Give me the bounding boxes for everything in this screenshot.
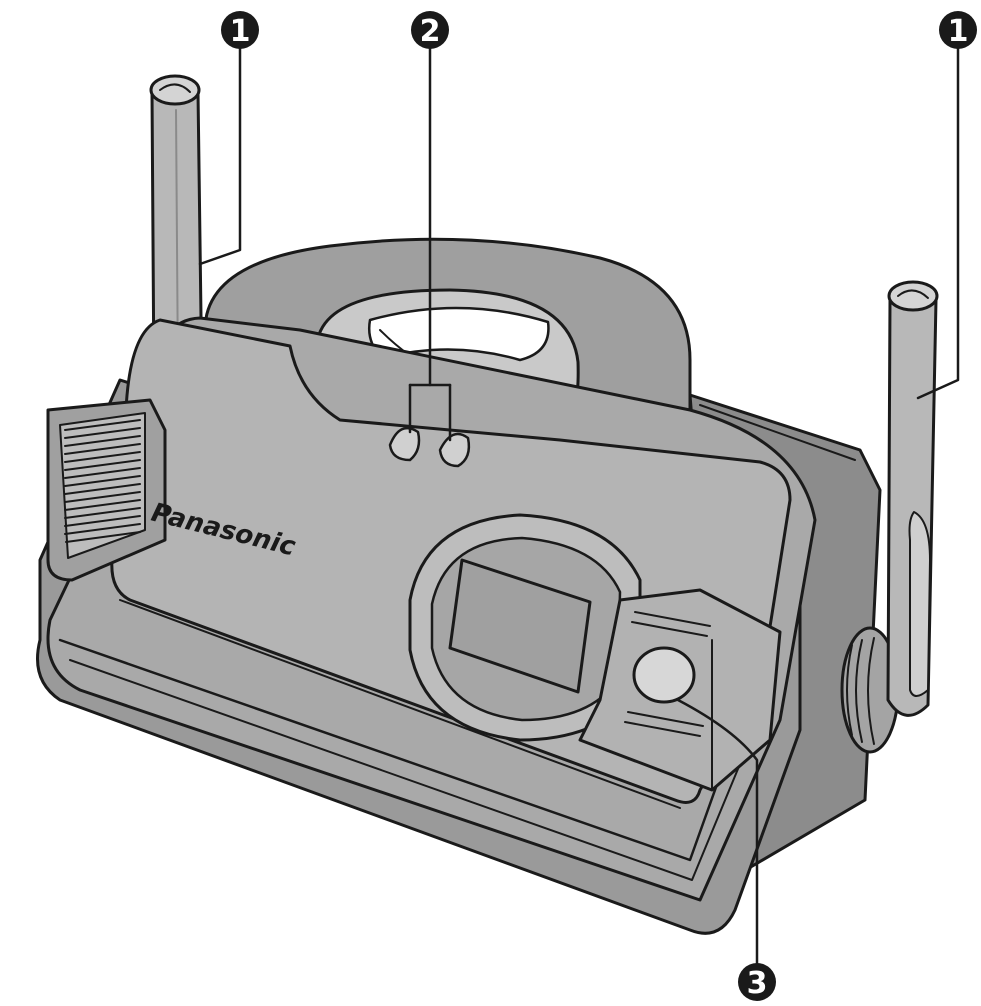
display-bezel xyxy=(408,513,642,742)
callout-1-right: 1 xyxy=(939,11,977,49)
svg-text:2: 2 xyxy=(420,14,441,49)
callout-leaders xyxy=(198,38,960,970)
callout-2: 2 xyxy=(411,11,449,49)
locator-button xyxy=(632,646,696,704)
svg-text:3: 3 xyxy=(747,966,768,1001)
callout-3: 3 xyxy=(738,963,776,1001)
side-jack xyxy=(840,626,900,754)
callout-1-left: 1 xyxy=(221,11,259,49)
grip-ribs xyxy=(64,419,141,543)
svg-text:1: 1 xyxy=(230,14,251,49)
charge-contacts xyxy=(388,426,471,468)
svg-text:1: 1 xyxy=(948,14,969,49)
right-antenna xyxy=(886,280,939,717)
